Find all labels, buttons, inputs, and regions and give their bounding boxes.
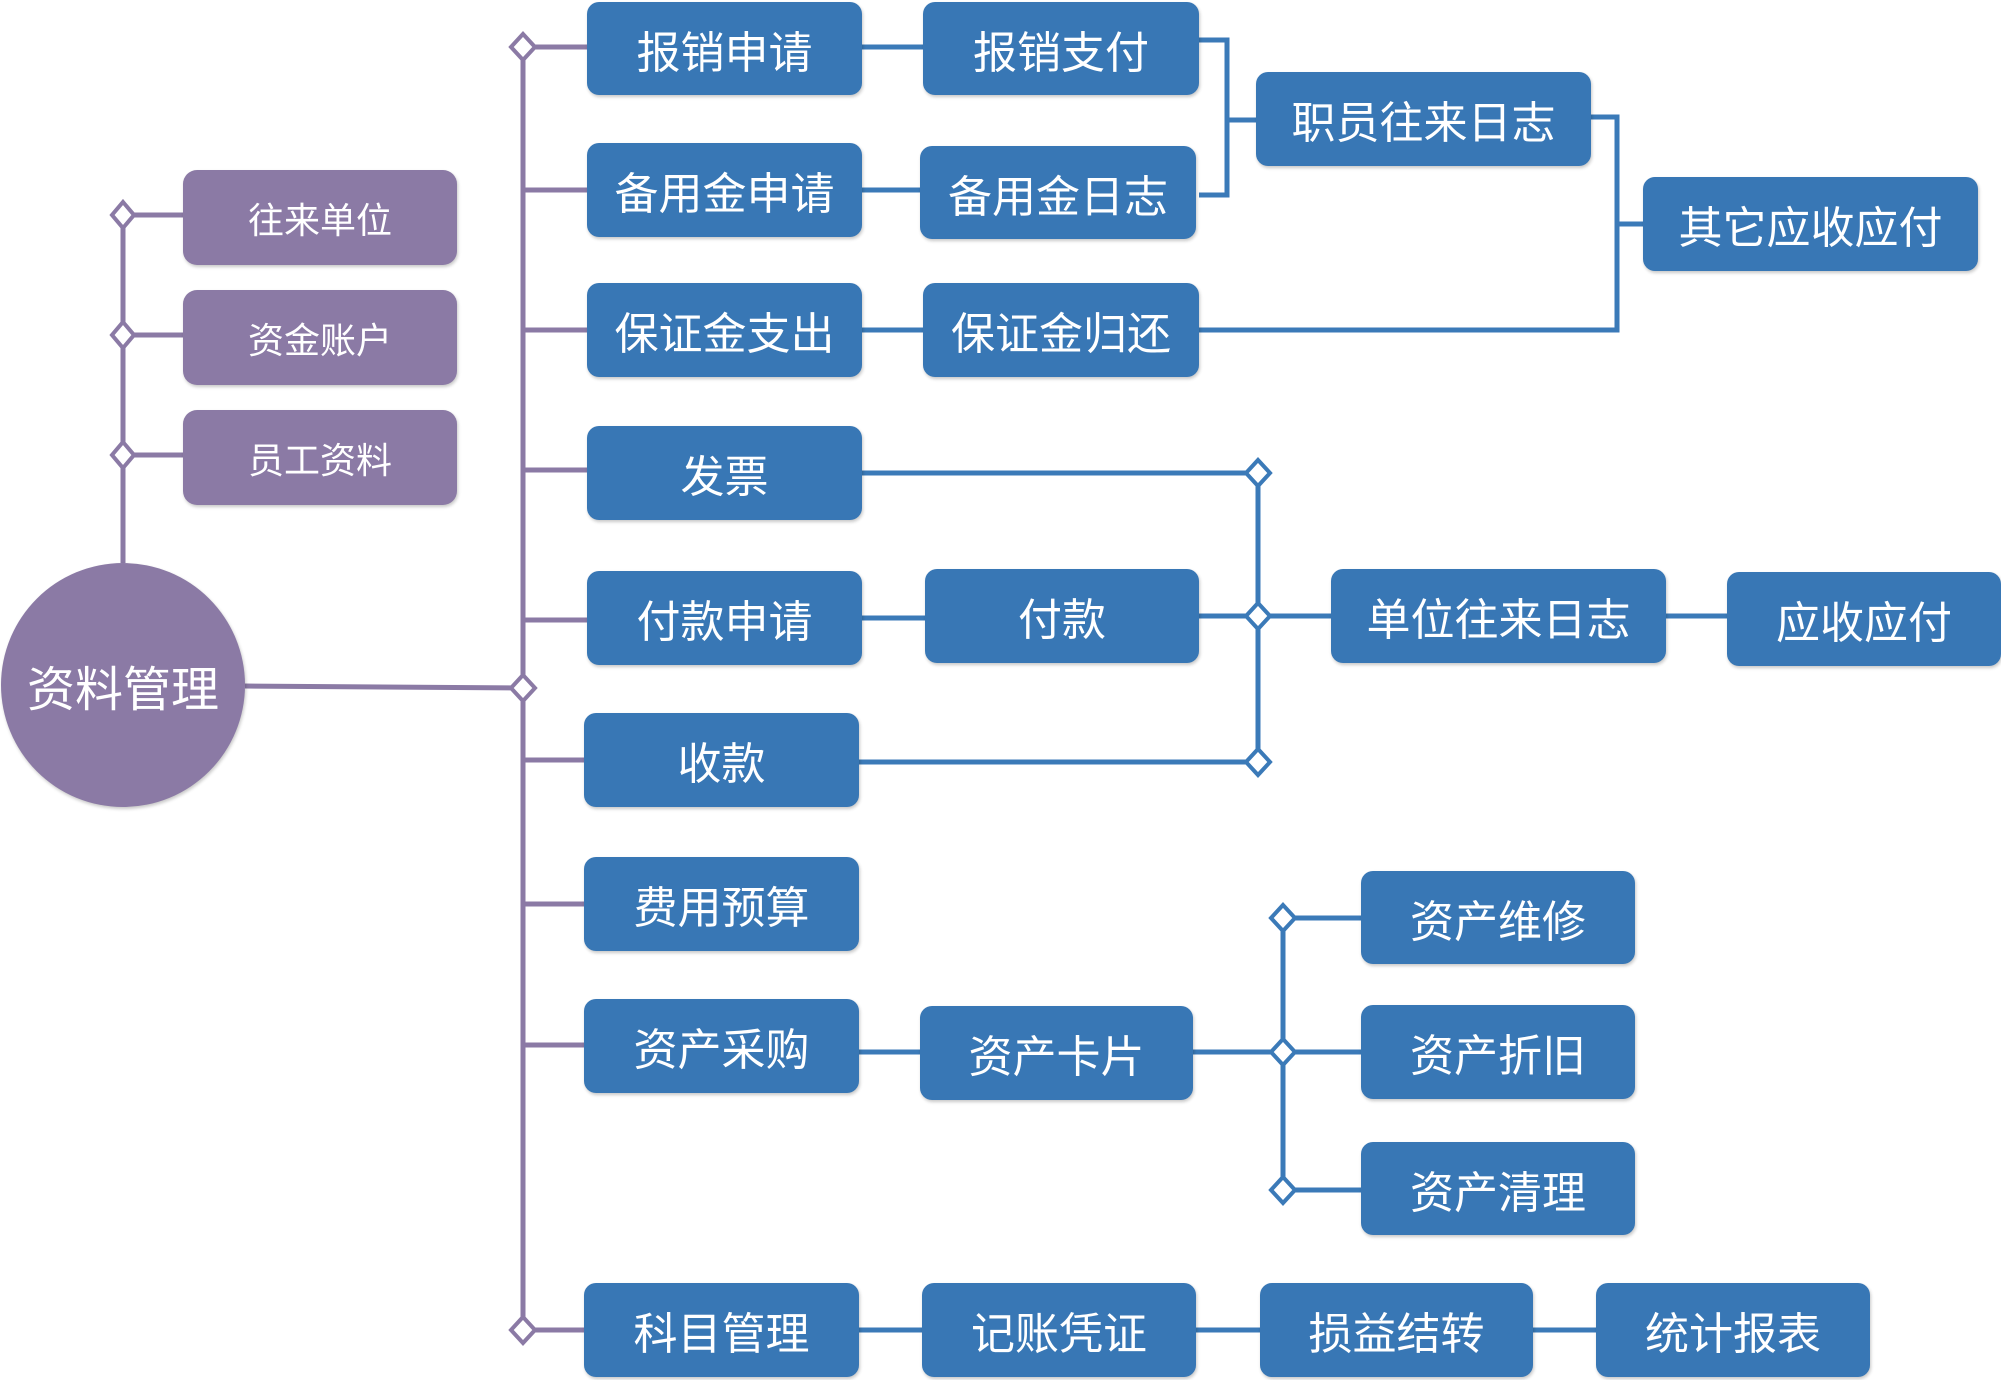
node-unit-log[interactable]: 单位往来日志 [1331,569,1666,663]
node-voucher[interactable]: 记账凭证 [922,1283,1196,1377]
node-asset-repair[interactable]: 资产维修 [1361,871,1635,964]
node-label: 科目管理 [633,1309,810,1360]
node-label: 资产折旧 [1410,1031,1586,1082]
node-other-ar-ap[interactable]: 其它应收应付 [1643,177,1978,271]
left-item-label: 员工资料 [247,440,392,482]
node-label: 付款申请 [636,597,813,648]
node-label: 应收应付 [1776,598,1952,649]
left-item-partner-units[interactable]: 往来单位 [183,170,457,265]
node-deposit-return[interactable]: 保证金归还 [923,283,1199,377]
node-label: 付款 [1018,595,1106,646]
node-label: 报销申请 [636,27,813,79]
node-reimburse-pay[interactable]: 报销支付 [923,2,1199,95]
left-item-staff-info[interactable]: 员工资料 [183,410,457,505]
node-asset-card[interactable]: 资产卡片 [920,1006,1193,1100]
node-label: 记账凭证 [971,1309,1147,1360]
node-petty-apply[interactable]: 备用金申请 [587,143,862,237]
root-node[interactable]: 资料管理 [1,563,245,807]
node-label: 报销支付 [973,27,1149,79]
node-label: 其它应收应付 [1678,203,1943,254]
node-label: 收款 [677,739,766,790]
node-stat-report[interactable]: 统计报表 [1596,1283,1870,1377]
node-payment[interactable]: 付款 [925,569,1199,663]
node-label: 资产采购 [633,1025,810,1076]
node-label: 保证金归还 [951,309,1171,360]
node-staff-log[interactable]: 职员往来日志 [1256,72,1591,166]
node-label: 费用预算 [633,883,810,934]
node-label: 统计报表 [1645,1309,1821,1360]
left-item-label: 资金账户 [247,320,392,362]
node-pl-transfer[interactable]: 损益结转 [1260,1283,1533,1377]
left-item-fund-accounts[interactable]: 资金账户 [183,290,457,385]
node-asset-purchase[interactable]: 资产采购 [584,999,859,1093]
node-label: 备用金日志 [948,171,1168,223]
node-invoice[interactable]: 发票 [587,426,862,520]
blue-connectors [859,37,1727,1333]
node-label: 损益结转 [1308,1309,1485,1360]
node-label: 资产维修 [1410,896,1586,948]
node-label: 资产卡片 [968,1032,1145,1083]
node-label: 保证金支出 [614,309,835,360]
node-label: 单位往来日志 [1366,595,1631,646]
blue-diamonds [1243,457,1298,1206]
left-item-label: 往来单位 [247,200,392,242]
node-label: 职员往来日志 [1291,98,1556,149]
node-petty-log[interactable]: 备用金日志 [920,146,1196,239]
node-reimburse-apply[interactable]: 报销申请 [587,2,862,95]
purple-diamonds [109,31,538,1346]
root-label: 资料管理 [26,662,219,718]
node-asset-depreciation[interactable]: 资产折旧 [1361,1005,1635,1099]
node-subject-mgmt[interactable]: 科目管理 [584,1283,859,1377]
node-receipt[interactable]: 收款 [584,713,859,807]
node-budget[interactable]: 费用预算 [584,857,859,951]
node-deposit-out[interactable]: 保证金支出 [587,283,862,377]
node-label: 备用金申请 [614,169,835,220]
node-label: 发票 [680,452,769,503]
node-payment-apply[interactable]: 付款申请 [587,571,862,665]
node-ar-ap[interactable]: 应收应付 [1727,572,2001,666]
node-asset-clearance[interactable]: 资产清理 [1361,1142,1635,1235]
node-label: 资产清理 [1410,1167,1586,1219]
